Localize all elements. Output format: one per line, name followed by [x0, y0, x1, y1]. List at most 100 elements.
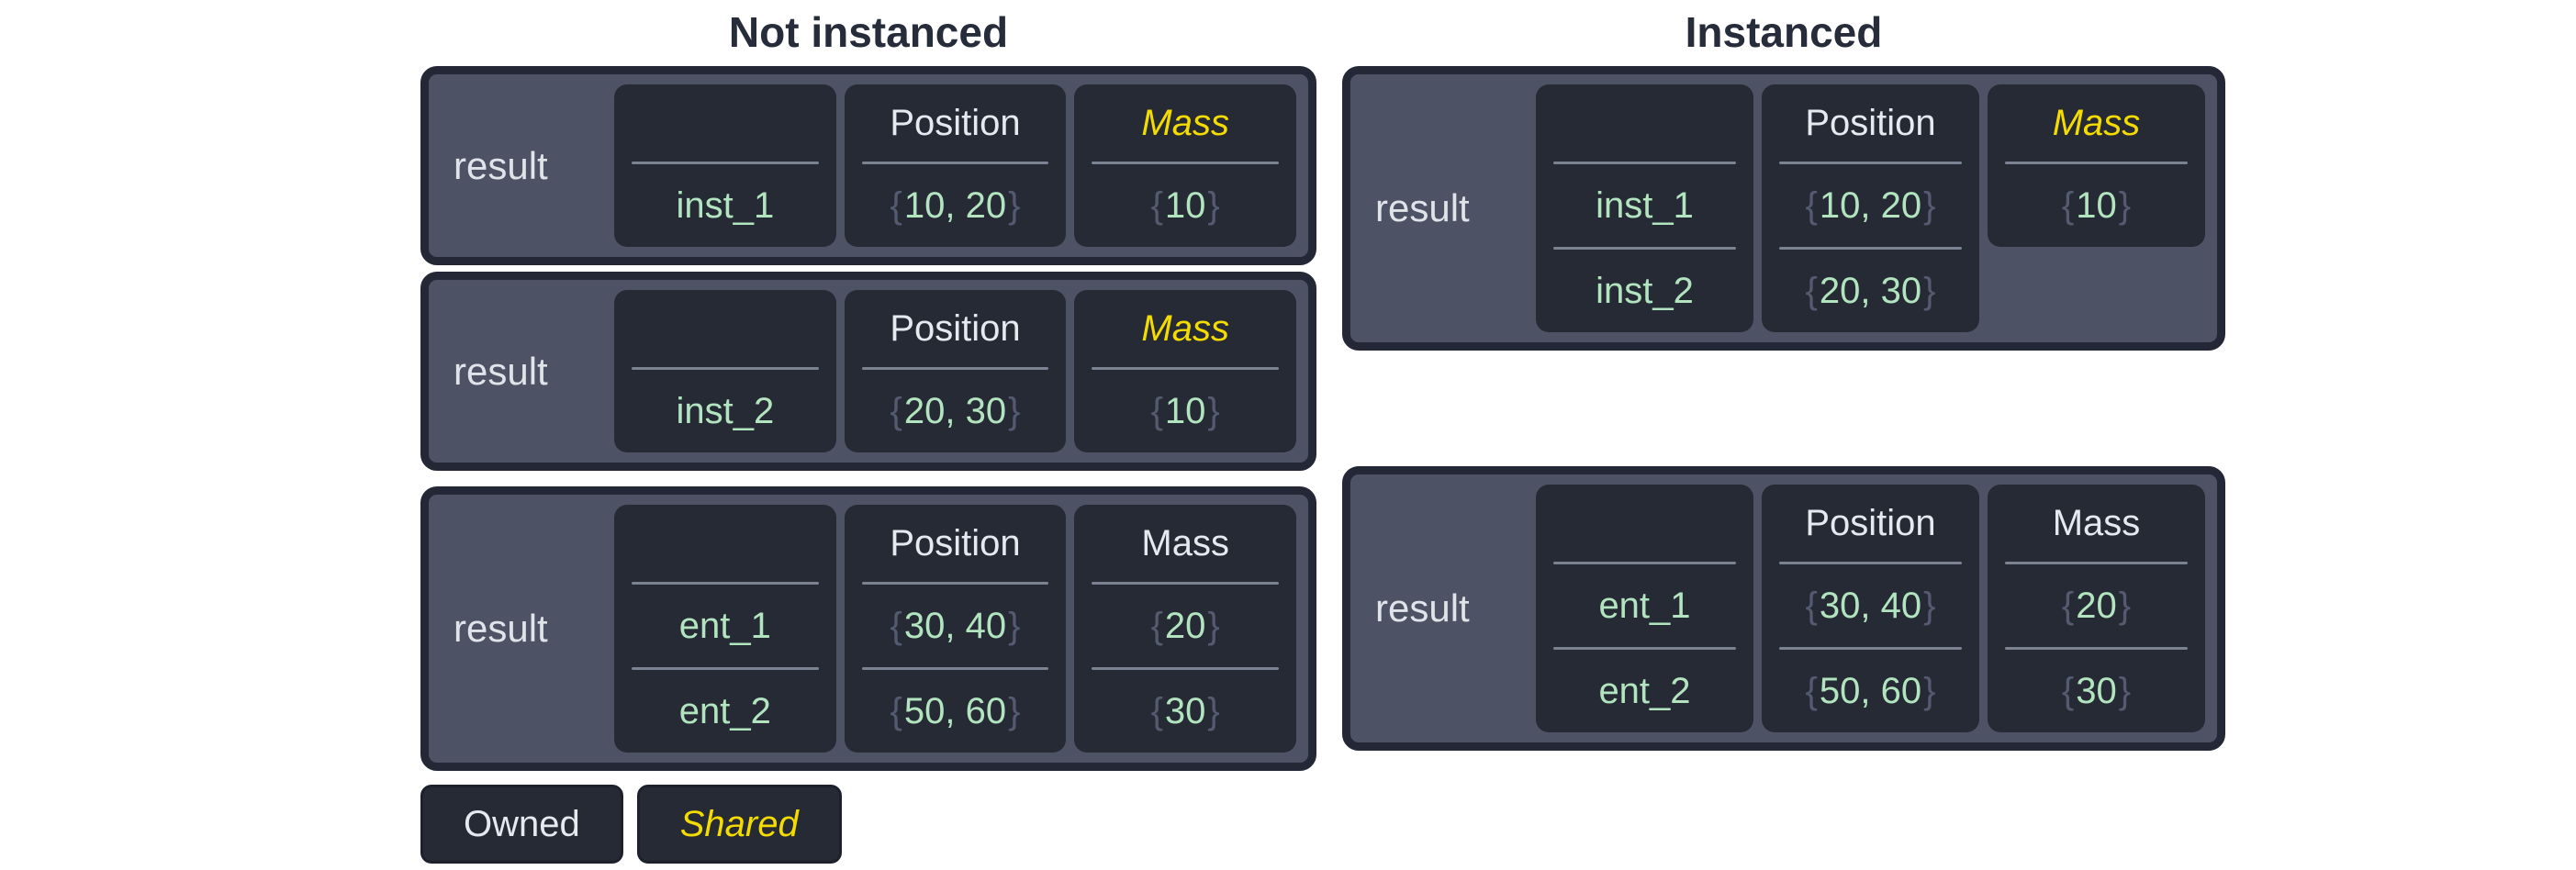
close-brace: }: [1923, 270, 1936, 311]
value-text: inst_2: [676, 390, 775, 431]
component-column: Position{10, 20}: [844, 84, 1067, 247]
component-column: inst_1 inst_2: [1536, 84, 1753, 332]
row-divider: [1092, 667, 1280, 670]
component-value: {20}: [1074, 585, 1296, 667]
open-brace: {: [2061, 184, 2075, 226]
not-instanced-column: Not instanced result inst_1 Position{10, 2…: [420, 6, 1316, 864]
close-brace: }: [2118, 585, 2132, 626]
close-brace: }: [1207, 690, 1220, 731]
close-brace: }: [2118, 184, 2132, 226]
value-text: 10: [1164, 390, 1206, 431]
component-column: Position {10, 20}{20, 30}: [1762, 84, 1979, 332]
row-divider: [2005, 162, 2188, 164]
value-text: ent_1: [678, 605, 771, 646]
legend-shared: Shared: [636, 785, 842, 864]
component-value: {10}: [1988, 164, 2205, 247]
cell-row: inst_1 Position{10, 20}Mass{10}: [614, 84, 1297, 247]
component-value: {20, 30}: [845, 370, 1067, 452]
value-text: inst_1: [1596, 184, 1694, 226]
component-value: {30, 40}: [845, 585, 1067, 667]
component-column: inst_1: [614, 84, 836, 247]
close-brace: }: [1008, 690, 1021, 731]
not-instanced-title: Not instanced: [728, 8, 1009, 56]
component-column: Position{30, 40}{50, 60}: [844, 505, 1067, 753]
value-text: 20: [1164, 605, 1206, 646]
open-brace: {: [1805, 585, 1818, 626]
component-header: [1536, 485, 1753, 562]
row-divider: [1553, 647, 1736, 650]
row-divider: [861, 367, 1049, 370]
close-brace: }: [2118, 670, 2132, 711]
open-brace: {: [890, 690, 902, 731]
value-text: inst_1: [676, 184, 775, 226]
component-value: {30}: [1074, 670, 1296, 753]
value-text: 10, 20: [903, 184, 1007, 226]
component-value: {10}: [1074, 164, 1296, 247]
component-column: Mass{10}: [1988, 84, 2205, 247]
value-text: 10: [1164, 184, 1206, 226]
component-value: {50, 60}: [1762, 650, 1979, 732]
component-column: Mass{20}{30}: [1074, 505, 1297, 753]
result-label: result: [1375, 586, 1470, 630]
open-brace: {: [890, 184, 902, 226]
row-divider: [1553, 562, 1736, 564]
entity-name: ent_2: [614, 670, 836, 753]
entity-name: inst_1: [614, 164, 836, 247]
component-value: {10, 20}: [1762, 164, 1979, 247]
component-header: Mass: [2052, 502, 2141, 543]
close-brace: }: [1207, 184, 1220, 226]
open-brace: {: [2061, 585, 2075, 626]
component-column: inst_2: [614, 290, 836, 452]
row-divider: [1092, 367, 1280, 370]
value-text: 50, 60: [1819, 670, 1922, 711]
component-header: Position: [1805, 102, 1936, 143]
instanced-title: Instanced: [1685, 8, 1883, 56]
open-brace: {: [1150, 390, 1163, 431]
open-brace: {: [890, 390, 902, 431]
result-label: result: [1375, 186, 1470, 229]
value-text: 30: [1164, 690, 1206, 731]
component-column: Mass{10}: [1074, 84, 1297, 247]
close-brace: }: [1923, 670, 1936, 711]
value-text: 30, 40: [1819, 585, 1922, 626]
component-value: {50, 60}: [845, 670, 1067, 753]
value-text: 20: [2076, 585, 2117, 626]
result-label: result: [454, 349, 548, 393]
value-text: 20, 30: [1819, 270, 1922, 311]
component-value: {20, 30}: [1762, 250, 1979, 332]
value-text: inst_2: [1596, 270, 1694, 311]
row-divider: [632, 582, 819, 585]
component-header: [614, 290, 836, 367]
row-divider: [1092, 162, 1280, 164]
entity-name: inst_1: [1536, 164, 1753, 247]
open-brace: {: [1805, 184, 1818, 226]
row-divider: [861, 582, 1049, 585]
component-value: {30}: [1988, 650, 2205, 732]
close-brace: }: [1207, 390, 1220, 431]
row-divider: [632, 667, 819, 670]
close-brace: }: [1008, 605, 1021, 646]
component-header: [614, 505, 836, 582]
component-header: [614, 84, 836, 162]
entity-name: ent_2: [1536, 650, 1753, 732]
row-divider: [861, 667, 1049, 670]
component-value: {10, 20}: [845, 164, 1067, 247]
close-brace: }: [1207, 605, 1220, 646]
open-brace: {: [890, 605, 902, 646]
value-text: 10, 20: [1819, 184, 1922, 226]
row-divider: [861, 162, 1049, 164]
component-header: Position: [1805, 502, 1936, 543]
component-value: {10}: [1074, 370, 1296, 452]
result-label: result: [454, 607, 548, 650]
row-divider: [1779, 162, 1962, 164]
component-value: {20}: [1988, 564, 2205, 647]
